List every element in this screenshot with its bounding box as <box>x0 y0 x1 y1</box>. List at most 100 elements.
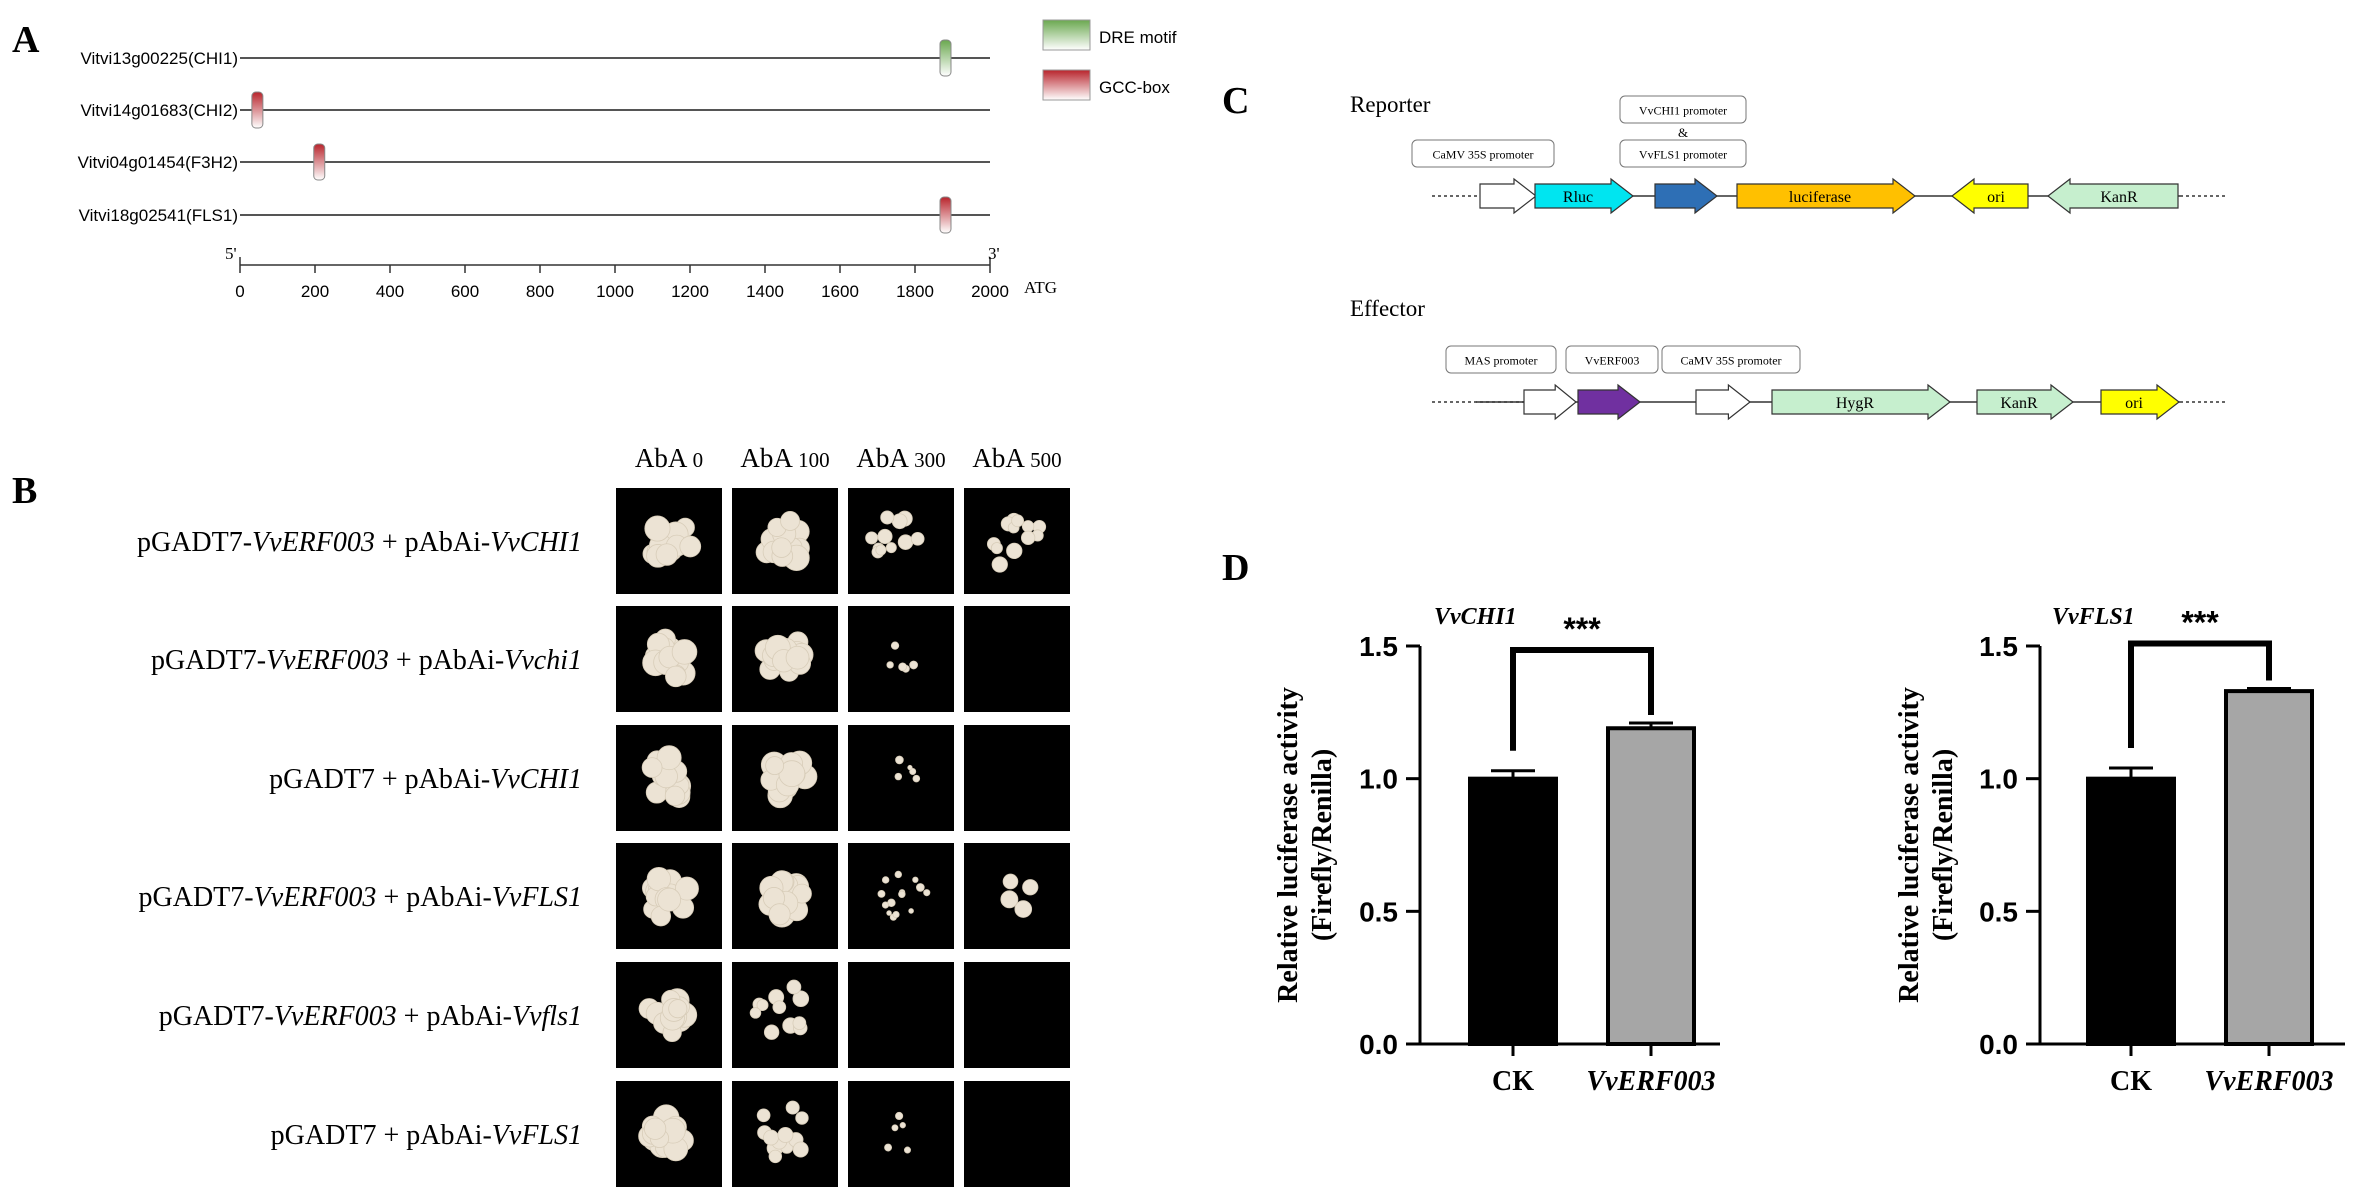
yeast-colony <box>1006 542 1023 560</box>
yeast-colony <box>1021 520 1035 533</box>
x-tick-label: CK <box>2110 1066 2152 1097</box>
plate-spot <box>964 1081 1070 1187</box>
yeast-colony <box>1020 530 1036 545</box>
vector-part <box>2100 383 2180 421</box>
yeast-colony <box>877 889 886 898</box>
panel-label-d: D <box>1222 547 1249 589</box>
gene-label: Vitvi18g02541(FLS1) <box>79 206 238 225</box>
column-header: AbA 100 <box>740 443 829 473</box>
yeast-colony <box>763 1024 780 1040</box>
column-header: AbA 0 <box>635 443 703 473</box>
construct-part-pre: pGADT7- <box>137 527 252 558</box>
panel-label-a: A <box>12 19 40 61</box>
plate-spot <box>964 606 1070 712</box>
yeast-colony <box>657 887 682 912</box>
yeast-colony <box>756 1108 771 1123</box>
vector-part <box>1736 177 1916 215</box>
construct-part-pre: pGADT7 <box>271 1120 377 1151</box>
yeast-colony <box>1022 879 1039 896</box>
construct-part-target: VvFLS1 <box>492 882 582 913</box>
plate-spot <box>964 725 1070 831</box>
y-tick-label: 1.5 <box>1979 631 2018 662</box>
atg-label: ATG <box>1024 278 1057 297</box>
aba-label: AbA <box>635 443 693 473</box>
y-tick-label: 1.0 <box>1979 764 2018 795</box>
promoter-box <box>1411 139 1555 168</box>
promoter-box-label: VvERF003 <box>1585 354 1640 368</box>
vector-part <box>1695 383 1751 421</box>
x-tick-label: VvERF003 <box>2204 1066 2333 1097</box>
ampersand: & <box>1678 125 1688 140</box>
construct-label: pGADT7-VvERF003 + pAbAi-VvFLS1 <box>139 882 583 913</box>
axis-tick-label: 200 <box>301 282 329 301</box>
promoter-box <box>1619 95 1747 124</box>
yeast-colony <box>895 755 904 765</box>
significance-stars: *** <box>1563 611 1601 647</box>
gcc-box-mark <box>939 196 952 234</box>
construct-label: pGADT7-VvERF003 + pAbAi-Vvfls1 <box>159 1001 582 1032</box>
column-header: AbA 300 <box>856 443 945 473</box>
vector-part-label: Rluc <box>1563 189 1593 206</box>
yeast-colony <box>665 665 687 688</box>
yeast-colony <box>891 513 908 530</box>
y-tick-label: 0.5 <box>1979 896 2018 927</box>
gene-label: Vitvi13g00225(CHI1) <box>81 49 239 68</box>
yeast-colony <box>894 870 902 879</box>
yeast-colony <box>909 660 918 670</box>
reporter-title: Reporter <box>1350 92 1431 117</box>
construct-part-pre: pGADT7- <box>151 645 266 676</box>
y-axis-label: Relative luciferase activity <box>1273 687 1304 1003</box>
yeast-colony <box>1014 900 1033 918</box>
construct-part-mid: + pAbAi- <box>375 764 490 795</box>
yeast-colony <box>903 1146 911 1154</box>
yeast-colony <box>895 1111 904 1121</box>
construct-part-effector: VvERF003 <box>274 1001 397 1032</box>
vector-part <box>1577 383 1641 421</box>
yeast-colony <box>892 910 900 919</box>
bar <box>2224 689 2314 1047</box>
yeast-colony <box>671 639 698 665</box>
significance-stars: *** <box>2181 604 2219 640</box>
promoter-box <box>1619 139 1747 168</box>
bar <box>1468 776 1558 1047</box>
axis-tick-label: 1800 <box>896 282 934 301</box>
construct-part-pre: pGADT7- <box>159 1001 274 1032</box>
gene-label: Vitvi14g01683(CHI2) <box>81 101 239 120</box>
construct-label: pGADT7 + pAbAi-VvFLS1 <box>271 1120 582 1151</box>
yeast-colony <box>991 556 1008 573</box>
yeast-colony <box>768 1149 783 1164</box>
vector-part-label: HygR <box>1836 395 1875 412</box>
yeast-colony <box>668 999 688 1019</box>
axis-tick-label: 1400 <box>746 282 784 301</box>
yeast-colony <box>644 515 671 542</box>
yeast-colony <box>886 910 892 916</box>
vector-part <box>1976 383 2074 421</box>
plate-spot <box>848 962 954 1068</box>
yeast-colony <box>880 510 895 525</box>
five-prime-label: 5' <box>225 244 237 263</box>
bar <box>1606 726 1696 1047</box>
effector-title: Effector <box>1350 296 1425 321</box>
yeast-colony <box>865 531 879 545</box>
axis-tick-label: 2000 <box>971 282 1009 301</box>
promoter-box <box>1565 345 1659 374</box>
aba-label: AbA <box>856 443 914 473</box>
promoter-box-label: MAS promoter <box>1465 354 1538 368</box>
vector-part-label: KanR <box>2100 189 2138 206</box>
yeast-colony <box>772 1000 787 1015</box>
bar <box>2086 776 2176 1047</box>
yeast-colony <box>886 661 894 669</box>
yeast-colony <box>909 768 917 775</box>
promoter-box-label: VvCHI1 promoter <box>1639 104 1727 118</box>
yeast-colony <box>656 745 682 771</box>
construct-part-target: VvFLS1 <box>492 1120 582 1151</box>
dre-motif-mark <box>939 39 952 77</box>
yeast-colony <box>1000 890 1019 909</box>
yeast-colony <box>908 908 914 914</box>
yeast-colony <box>785 1100 800 1115</box>
yeast-colony <box>894 772 903 781</box>
vector-part <box>1951 177 2029 215</box>
axis-tick-label: 1000 <box>596 282 634 301</box>
axis-tick-label: 400 <box>376 282 404 301</box>
